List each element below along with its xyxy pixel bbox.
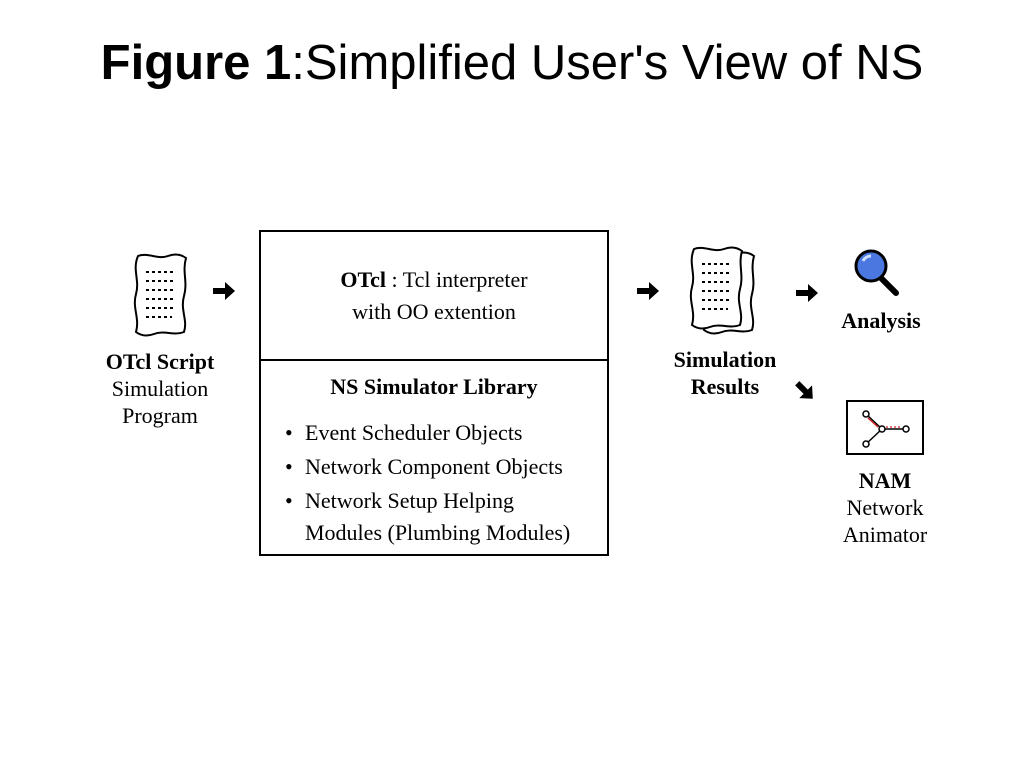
- arrow-right-icon: [796, 284, 818, 302]
- script-document-icon: [124, 252, 196, 338]
- title-figure-label: Figure 1: [100, 36, 292, 90]
- otcl-desc: : Tcl interpreter: [386, 267, 528, 292]
- library-bullet-list: Event Scheduler Objects Network Componen…: [285, 416, 570, 548]
- arrow-right-icon: [637, 282, 659, 300]
- nam-icon-box: [846, 400, 924, 455]
- script-name: OTcl Script: [105, 349, 215, 374]
- results-label: Simulation Results: [655, 346, 795, 400]
- results-line2: Results: [690, 374, 760, 399]
- network-graph-icon: [862, 410, 910, 448]
- script-label: OTcl Script Simulation Program: [90, 348, 230, 429]
- bullet-text: Network Component Objects: [305, 454, 563, 479]
- otcl-interpreter-text: OTcl : Tcl interpreter with OO extention: [261, 264, 607, 328]
- nam-desc-line1: Network: [846, 495, 924, 520]
- bullet-text: Network Setup Helping: [305, 488, 514, 513]
- bullet-text: Event Scheduler Objects: [305, 420, 523, 445]
- otcl-label: OTcl: [340, 267, 387, 292]
- slide-title: Figure 1:Simplified User's View of NS: [62, 32, 962, 94]
- bullet-text-continued: Modules (Plumbing Modules): [305, 520, 571, 545]
- box-divider: [261, 359, 607, 361]
- nam-label: NAM Network Animator: [820, 467, 950, 548]
- results-documents-icon: [680, 244, 768, 338]
- ns-main-box: OTcl : Tcl interpreter with OO extention…: [259, 230, 609, 556]
- magnifier-icon: [852, 247, 900, 297]
- script-desc-line2: Program: [122, 403, 198, 428]
- bullet-item: Event Scheduler Objects: [285, 416, 570, 450]
- analysis-label: Analysis: [841, 308, 921, 333]
- nam-desc-line2: Animator: [842, 522, 928, 547]
- ns-library-title: NS Simulator Library: [330, 374, 538, 399]
- arrow-down-right-icon: [795, 381, 813, 399]
- bullet-item: Network Component Objects: [285, 450, 570, 484]
- nam-name: NAM: [858, 468, 912, 493]
- otcl-desc-line2: with OO extention: [352, 299, 516, 324]
- arrow-right-icon: [213, 282, 235, 300]
- title-text: :Simplified User's View of NS: [291, 36, 924, 90]
- results-line1: Simulation: [673, 347, 777, 372]
- script-desc-line1: Simulation: [111, 376, 209, 401]
